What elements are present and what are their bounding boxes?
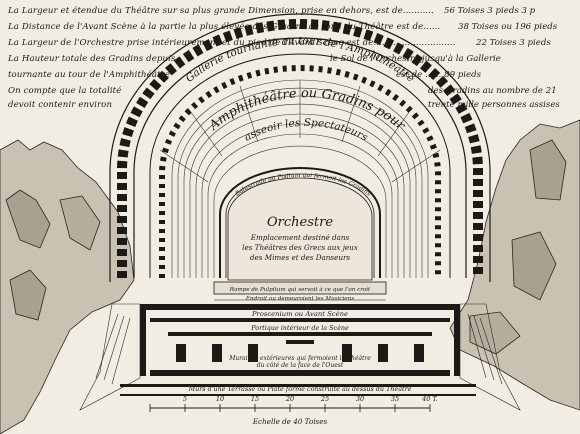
outer-gallery-wall [109,13,491,282]
pulpitum [213,281,387,301]
scale-tick-6: 30 [356,395,364,403]
header-line-1: La Largeur et étendue du Théâtre sur sa … [8,6,434,16]
header-line-6-left: On compte que la totalité [8,86,122,96]
scale-tick-3: 15 [251,395,259,403]
scale-tick-7: 35 [391,395,399,403]
gallery-band [149,53,451,278]
rampe-label: Rampe de Pulpitum qui servoit à ce que l… [229,286,371,293]
header-line-5-left: tournante au tour de l'Amphithéâtre [8,70,171,80]
header-line-6-right: des Gradins au nombre de 21 [428,86,557,96]
scale-bar: 5 10 15 20 25 30 35 40 T. [149,395,438,412]
murailles-label-1: Murailles extérieures qui fermoient le T… [228,355,371,362]
rocks-right [449,119,580,411]
header-line-5-right: est de ...... 89 pieds [396,70,482,80]
scale-tick-2: 10 [216,395,224,403]
scale-tick-1: 5 [183,395,187,403]
scale-tick-8: 40 T. [421,395,438,403]
header-value-2: 38 Toises ou 196 pieds [458,22,558,32]
terrace-wall [120,384,476,396]
stage-building [140,304,460,376]
portique-label: Portique intérieur de la Scène [250,324,349,332]
header-line-2: La Distance de l'Avant Scène à la partie… [8,22,441,32]
scale-tick-5: 25 [320,395,329,403]
header-value-3: 22 Toises 3 pieds [476,38,551,48]
podium-balustrade [219,167,381,278]
terrace-wall-label: Murs d'une Terrasse ou Plate forme const… [188,385,412,393]
scale-caption: Echelle de 40 Toises [252,417,328,426]
side-ramps [79,303,521,411]
orchestra-floor [227,177,373,281]
orchestre-title: Orchestre [267,215,333,230]
murailles-label-2: du côté de la face de l'Ouest [257,362,344,369]
header-line-4-left: La Hauteur totale des Gradins depuis [8,54,176,64]
orchestre-desc-2: les Théâtres des Grecs aux jeux [242,243,358,252]
amphitheatre-label-2: asseoir les Spectateurs [242,117,370,144]
scale-tick-4: 20 [285,395,294,403]
proscenium-label: Proscenium ou Avant Scène [251,310,348,318]
rocks-left [0,139,135,434]
header-line-7-right: trente mille personnes assises [428,100,560,110]
orchestre-desc-3: des Mimes et des Danseurs [250,253,350,262]
header-value-1: 56 Toises 3 pieds 3 p [444,6,536,16]
header-line-7-left: devoit contenir environ [8,100,113,110]
orchestre-desc-1: Emplacement destiné dans [250,233,350,242]
endroit-label: Endroit ou demeuroient les Musiciens [245,296,354,302]
seating-radial-aisles [159,80,441,183]
